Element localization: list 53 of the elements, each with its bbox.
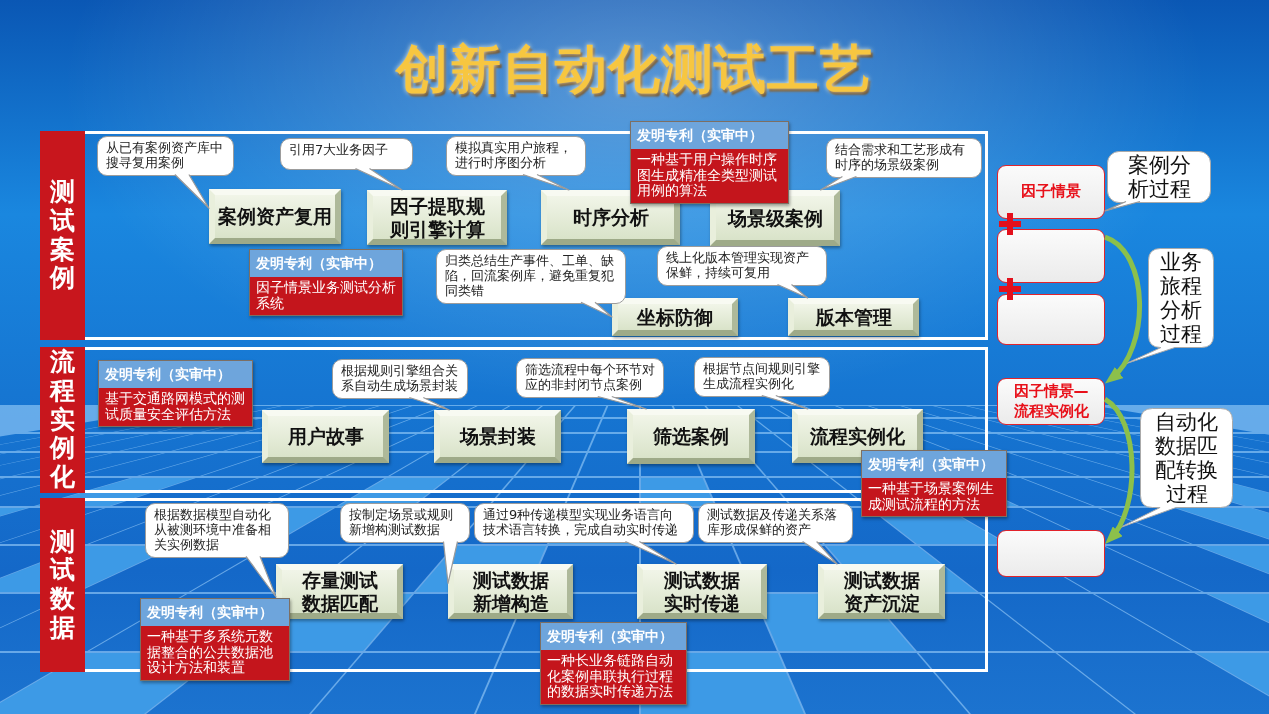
- patent-card: [630, 121, 789, 204]
- callout-tail: [408, 396, 450, 411]
- stage-box: 因子情景: [997, 165, 1105, 219]
- patent-card: [540, 622, 687, 705]
- process-box: 存量测试数据匹配: [276, 564, 403, 619]
- patent-description: 一种基于场景案例生成测试流程的方法: [862, 478, 1006, 517]
- speech-bubble: 业务旅程分析过程: [1125, 248, 1214, 364]
- process-box: 案例资产复用: [209, 189, 341, 244]
- callout-tail: [354, 167, 403, 191]
- patent-header: 发明专利（实审中）: [862, 451, 1006, 478]
- process-box: 版本管理: [788, 298, 919, 336]
- section-tab: 测试案例: [40, 131, 85, 340]
- stage-box: [997, 530, 1105, 577]
- patent-card: [98, 360, 253, 428]
- speech-bubble: 按制定场景或规则新增构测试数据: [340, 503, 470, 543]
- patent-description: 一种长业务链路自动化案例串联执行过程的数据实时传递方法: [541, 650, 686, 704]
- patent-card: [249, 249, 403, 317]
- patent-header: 发明专利（实审中）: [541, 623, 686, 650]
- stage-box: [997, 229, 1105, 283]
- patent-description: 一种基于多系统元数据整合的公共数据池设计方法和装置: [141, 626, 289, 680]
- callout-tail: [442, 540, 459, 584]
- callout-tail: [522, 173, 570, 191]
- patent-description: 因子情景业务测试分析系统: [250, 277, 402, 316]
- patent-header: 发明专利（实审中）: [631, 122, 788, 149]
- title: 创新自动化测试工艺: [396, 40, 873, 100]
- callout-tail: [802, 540, 838, 565]
- callout-tail: [245, 555, 277, 598]
- process-box: 因子提取规则引擎计算: [367, 190, 507, 245]
- callout-tail: [819, 175, 857, 191]
- callout-tail: [174, 173, 210, 209]
- speech-bubble: 自动化数据匹配转换过程: [1119, 408, 1233, 528]
- curved-arrow: [1103, 397, 1135, 545]
- callout-tail: [761, 394, 809, 410]
- patent-header: 发明专利（实审中）: [99, 361, 252, 388]
- section-tab: 流程实例化: [40, 347, 85, 493]
- patent-header: 发明专利（实审中）: [250, 250, 402, 277]
- curved-arrow: [1103, 234, 1142, 385]
- patent-card: [861, 450, 1007, 518]
- patent-description: 一种基于用户操作时序图生成精准全类型测试用例的算法: [631, 149, 788, 203]
- patent-card: [140, 598, 290, 681]
- patent-header: 发明专利（实审中）: [141, 599, 289, 626]
- callout-tail: [580, 301, 613, 318]
- callout-tail: [776, 283, 809, 299]
- process-box: 测试数据新增构造: [448, 564, 573, 619]
- patent-description: 基于交通路网模式的测试质量安全评估方法: [99, 388, 252, 427]
- process-box: 测试数据实时传递: [637, 564, 767, 619]
- process-box: 坐标防御: [612, 298, 738, 336]
- callout-tail: [1104, 200, 1141, 212]
- process-box: 测试数据资产沉淀: [818, 564, 945, 619]
- section-tab: 测试数据: [40, 498, 85, 672]
- callout-tail: [624, 540, 677, 565]
- stage-box: [997, 294, 1105, 345]
- callout-tail: [597, 395, 647, 410]
